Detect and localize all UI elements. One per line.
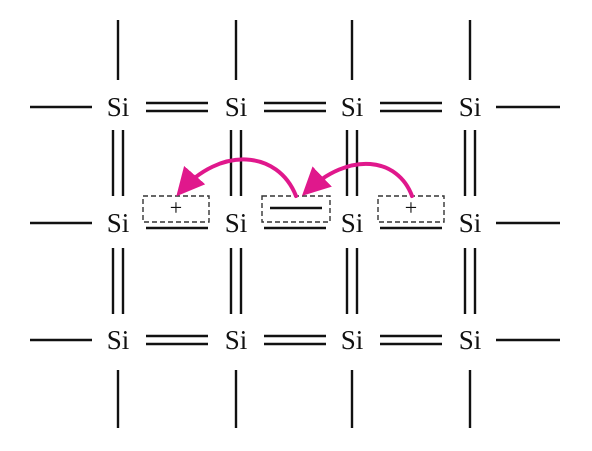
silicon-atom-label: Si [107, 208, 130, 238]
silicon-atom-label: Si [107, 325, 130, 355]
silicon-atom-label: Si [225, 92, 248, 122]
vacancy-box [142, 195, 210, 223]
hole-motion-arrow-right [301, 161, 414, 198]
hole-motion-arrow-left [176, 157, 298, 198]
silicon-atom-label: Si [225, 325, 248, 355]
hole-motion-arrows [176, 157, 414, 198]
hole-plus-label: + [405, 195, 417, 220]
silicon-atom-label: Si [341, 92, 364, 122]
silicon-atom-label: Si [341, 208, 364, 238]
silicon-atom-label: Si [341, 325, 364, 355]
silicon-atom-label: Si [459, 325, 482, 355]
silicon-atom-label: Si [459, 208, 482, 238]
silicon-atom-label: Si [107, 92, 130, 122]
vacancy-boxes: ++ [142, 195, 445, 223]
silicon-atom-label: Si [459, 92, 482, 122]
silicon-atom-label: Si [225, 208, 248, 238]
bond-lines [30, 20, 560, 428]
hole-plus-label: + [170, 195, 182, 220]
